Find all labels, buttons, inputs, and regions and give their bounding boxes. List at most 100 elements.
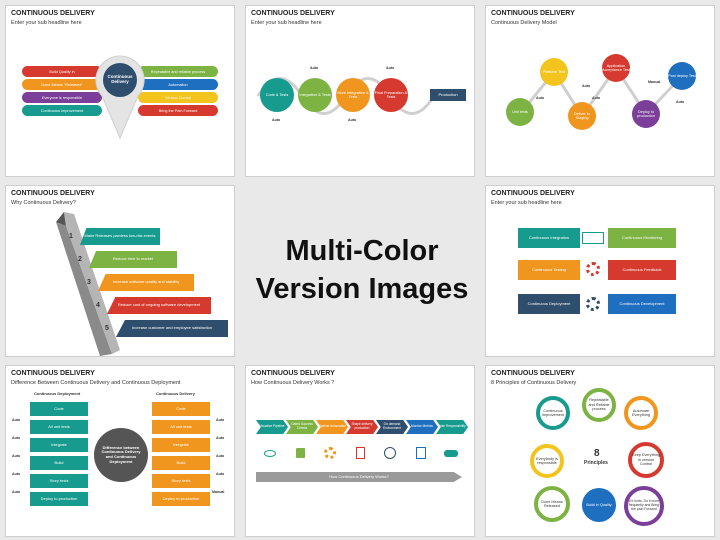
slide7-bottom-bar: How Continuous Delivery Works? [256, 472, 462, 482]
slide3-label-2: Auto [582, 84, 591, 88]
slide-subtitle: Enter your sub headline here [11, 20, 82, 26]
slide7-arrow-7: Take Responsibility [436, 420, 468, 434]
slide6-right-item-6: Deploy to production [152, 492, 210, 506]
slide3-node-6: Post deploy Test [668, 62, 696, 90]
gear-icon [324, 447, 336, 459]
slide3-label-5: Auto [676, 100, 685, 104]
slide6-right-label-1: Auto [216, 418, 225, 422]
slide5-right-item-1: Continuous Monitoring [608, 228, 676, 248]
slide3-node-4: Application Acceptance Test [602, 54, 630, 82]
slide-subtitle: Why Continuous Delivery? [11, 200, 76, 206]
slide6-left-item-2: All unit tests [30, 420, 88, 434]
slide6-left-label-1: Auto [12, 418, 21, 422]
slide7-arrow-5: On demand Environment [376, 420, 408, 434]
slide8-item-8: Everybody is responsible [530, 444, 564, 478]
slide6-right-heading: Continuous Delivery [156, 391, 195, 396]
slide-subtitle: Difference Between Continuous Delivery a… [11, 380, 181, 386]
slide1-left-item-3: Everyone is responsible [22, 92, 102, 103]
slide8-item-2: Repeatable and Reliable process [582, 388, 616, 422]
slide2-step-3: More Integration & Tests [336, 78, 370, 112]
gears-icon [586, 297, 600, 311]
slide-title: CONTINUOUS DELIVERY [11, 10, 95, 17]
monitor-icon [582, 232, 604, 244]
slide3-label-3: Auto [592, 96, 601, 100]
eye-icon [264, 450, 276, 457]
slide-thumbnail-7[interactable]: CONTINUOUS DELIVERY How Continuous Deliv… [246, 366, 474, 536]
slide-title: CONTINUOUS DELIVERY [491, 190, 575, 197]
slide4-number-5: 5 [105, 325, 109, 332]
slide8-center-number: 8 [594, 448, 600, 459]
slide6-left-label-3: Auto [12, 454, 21, 458]
slide3-zigzag-line [518, 65, 684, 119]
slide6-left-label-2: Auto [12, 436, 21, 440]
slide-thumbnail-6[interactable]: CONTINUOUS DELIVERY Difference Between C… [6, 366, 234, 536]
slide4-item-4: Reduce cost of ongoing software developm… [107, 297, 211, 314]
slide2-step-2: Integration & Tests [298, 78, 332, 112]
slide2-production-box: Production [430, 89, 466, 101]
slide5-left-item-2: Continuous Testing [518, 260, 580, 280]
slide7-arrow-6: Monitor Metrics [406, 420, 438, 434]
slide6-right-item-5: Story tests [152, 474, 210, 488]
slide8-center-text: Principles [584, 460, 608, 466]
play-icon [384, 447, 396, 459]
slide-title: CONTINUOUS DELIVERY [251, 10, 335, 17]
slide6-left-item-5: Story tests [30, 474, 88, 488]
pencil-icon [56, 212, 120, 356]
slide6-right-label-4: Auto [216, 472, 225, 476]
map-pin-icon [95, 55, 145, 140]
slide6-right-label-3: Auto [216, 454, 225, 458]
slide1-right-item-2: Automation [138, 79, 218, 90]
slide1-right-item-3: Version Control [138, 92, 218, 103]
slide3-label-1: Auto [536, 96, 545, 100]
slide4-item-2: Reduce time to market [89, 251, 177, 268]
slide6-right-item-3: Integrate [152, 438, 210, 452]
slide7-arrow-3: Pipeline Automation [316, 420, 348, 434]
slide3-node-3: Deliver to Staging [568, 102, 596, 130]
slide8-item-1: Continuous Improvement [536, 396, 570, 430]
slide-thumbnail-4[interactable]: CONTINUOUS DELIVERY Why Continuous Deliv… [6, 186, 234, 356]
slide6-center-circle: Difference between Continuous Delivery a… [94, 428, 148, 482]
slide3-node-2: Platform Test [540, 58, 568, 86]
slide3-node-1: Unit tests [506, 98, 534, 126]
slide-subtitle: Enter your sub headline here [251, 20, 322, 26]
slide4-item-1: Make Releases painless low-risk events [80, 228, 160, 245]
slide-subtitle: 8 Principles of Continuous Delivery [491, 380, 577, 386]
slide2-auto-4: Auto [386, 66, 395, 70]
slide4-item-5: Increase customer and employee satisfact… [116, 320, 228, 337]
slide5-right-item-2: Continuous Feedback [608, 260, 676, 280]
slide6-right-item-4: Build [152, 456, 210, 470]
slide5-left-item-1: Continuous Integration [518, 228, 580, 248]
slide-thumbnail-5[interactable]: CONTINUOUS DELIVERY Enter your sub headl… [486, 186, 714, 356]
slide5-right-item-3: Continuous Development [608, 294, 676, 314]
slide-thumbnail-1[interactable]: CONTINUOUS DELIVERY Enter your sub headl… [6, 6, 234, 176]
slide-subtitle: Enter your sub headline here [491, 200, 562, 206]
slide2-auto-2: Auto [310, 66, 319, 70]
slide2-auto-3: Auto [348, 118, 357, 122]
slide-thumbnail-3[interactable]: CONTINUOUS DELIVERY Continuous Delivery … [486, 6, 714, 176]
slide7-arrow-2: Gated Success Criteria [286, 420, 318, 434]
slide8-item-6: Build in Quality [582, 488, 616, 522]
slide-thumbnail-2[interactable]: CONTINUOUS DELIVERY Enter your sub headl… [246, 6, 474, 176]
slide6-left-label-5: Auto [12, 490, 21, 494]
slide1-center-label: Continuous Delivery [107, 74, 133, 85]
slide1-left-item-4: Continuous Improvement [22, 105, 102, 116]
slide4-number-3: 3 [87, 279, 91, 286]
slide1-left-item-1: Build Quality in [22, 66, 102, 77]
slide7-arrow-1: Visualize Pipeline [256, 420, 288, 434]
slide4-number-4: 4 [96, 302, 100, 309]
lock-icon [296, 448, 305, 458]
slide4-number-2: 2 [78, 256, 82, 263]
handshake-icon [444, 450, 458, 457]
slide2-auto-1: Auto [272, 118, 281, 122]
slide8-item-5: If it hurts, Do it more frequently and B… [624, 486, 664, 526]
center-heading-line2: Version Images [255, 273, 469, 305]
slide7-arrow-4: Shape delivery production [346, 420, 378, 434]
clipboard-icon [356, 447, 365, 459]
slide6-left-item-4: Build [30, 456, 88, 470]
slide3-node-5: Deploy to production [632, 100, 660, 128]
slide-thumbnail-8[interactable]: CONTINUOUS DELIVERY 8 Principles of Cont… [486, 366, 714, 536]
slide1-right-item-4: Bring the Pain Forward [138, 105, 218, 116]
slide5-left-item-3: Continuous Deployment [518, 294, 580, 314]
slide6-right-label-5: Manual [212, 490, 225, 494]
slide-title: CONTINUOUS DELIVERY [11, 190, 95, 197]
